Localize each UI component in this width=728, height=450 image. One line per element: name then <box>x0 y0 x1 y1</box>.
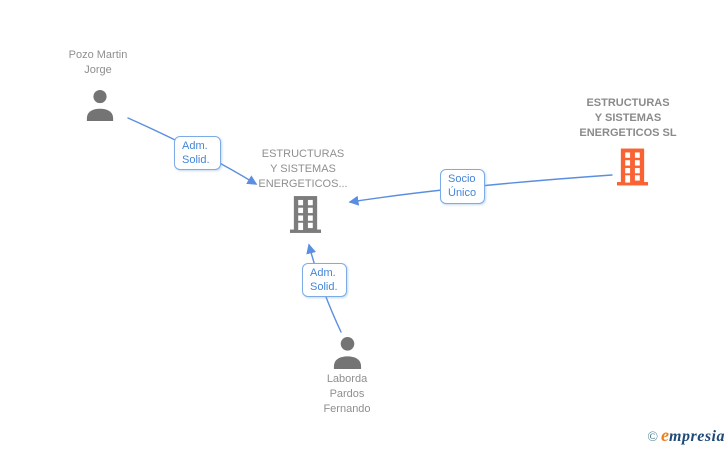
company-center-label[interactable]: ESTRUCTURAS Y SISTEMAS ENERGETICOS... <box>243 147 363 192</box>
label-line: ESTRUCTURAS <box>261 148 345 160</box>
edge-label-line: Adm. <box>182 140 208 152</box>
empresia-logo[interactable]: ©empresia <box>647 425 725 446</box>
edge-label-socio-unico: Socio Único <box>440 169 485 204</box>
edge-label-line: Adm. <box>310 267 336 279</box>
label-line: Y SISTEMAS <box>270 163 336 175</box>
edge-label-line: Socio <box>448 173 476 185</box>
person-bottom-label[interactable]: Laborda Pardos Fernando <box>297 372 397 417</box>
label-line: Laborda <box>326 373 368 385</box>
person-icon[interactable] <box>85 89 115 121</box>
edge-label-line: Solid. <box>310 281 338 293</box>
label-line: ENERGETICOS... <box>258 178 348 190</box>
label-line: ENERGETICOS SL <box>579 127 677 139</box>
label-line: Fernando <box>323 403 371 415</box>
label-line: Y SISTEMAS <box>594 112 662 124</box>
edge-label-line: Único <box>448 187 477 199</box>
edge-label-adm-solid-bottom: Adm. Solid. <box>302 263 347 297</box>
label-line: Pardos <box>329 388 365 400</box>
person-top-label[interactable]: Pozo Martin Jorge <box>38 48 158 78</box>
label-line: ESTRUCTURAS <box>586 97 670 109</box>
building-icon[interactable] <box>289 196 322 233</box>
label-line: Jorge <box>84 64 112 76</box>
copyright-icon: © <box>647 430 659 445</box>
person-icon[interactable] <box>332 336 363 369</box>
building-icon[interactable] <box>616 148 649 186</box>
logo-text: mpresia <box>669 428 725 445</box>
company-right-label[interactable]: ESTRUCTURAS Y SISTEMAS ENERGETICOS SL <box>558 96 698 141</box>
logo-initial: e <box>661 425 670 445</box>
edge-label-adm-solid-top: Adm. Solid. <box>174 136 221 170</box>
edge-label-line: Solid. <box>182 154 210 166</box>
label-line: Pozo Martin <box>68 49 128 61</box>
